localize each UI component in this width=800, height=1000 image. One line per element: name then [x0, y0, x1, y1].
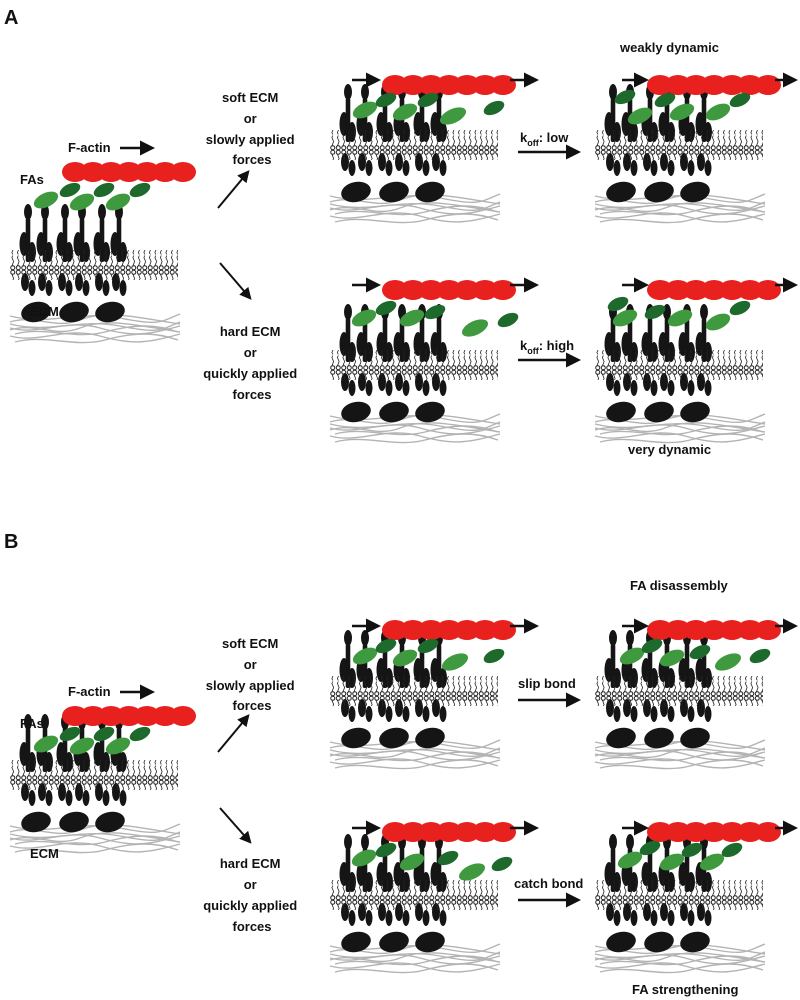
- panel-b-bottom-before: [330, 820, 539, 973]
- factin-label: F-actin: [68, 140, 111, 155]
- panel-b-bottom-transition: catch bond: [514, 876, 583, 908]
- slip-bond-label: slip bond: [518, 676, 576, 691]
- catch-bond-label: catch bond: [514, 876, 583, 891]
- panel-a-letter: A: [4, 7, 18, 29]
- panel-b-condition-bottom: hard ECM or quickly applied forces: [203, 856, 301, 934]
- fas-label: FAs: [20, 172, 44, 187]
- koff-low-label: koff: low: [520, 130, 569, 148]
- panel-a-bottom-after: very dynamic: [595, 277, 798, 457]
- panel-a-bottom-transition: koff: high: [518, 338, 581, 368]
- panel-b-condition-top: soft ECM or slowly applied forces: [206, 636, 298, 713]
- outcome-fa-strengthening: FA strengthening: [632, 982, 738, 997]
- panel-a-top-before: [330, 72, 539, 223]
- factin-filament: [62, 162, 196, 182]
- ecm-label: ECM: [30, 304, 59, 319]
- panel-b-initial-state: F-actin FAs ECM: [10, 684, 196, 861]
- panel-a: A F-actin FAs ECM soft ECM or slowly app…: [4, 7, 798, 457]
- ecm-label-b: ECM: [30, 846, 59, 861]
- panel-b-top-transition: slip bond: [518, 676, 581, 708]
- panel-a-initial-state: F-actin FAs ECM: [10, 140, 196, 343]
- panel-b-bottom-after: FA strengthening: [595, 820, 798, 997]
- panel-b-letter: B: [4, 531, 18, 553]
- outcome-very-dynamic: very dynamic: [628, 442, 711, 457]
- panel-a-top-after: weakly dynamic: [595, 40, 798, 223]
- koff-high-label: koff: high: [520, 338, 574, 356]
- panel-b: B F-actin FAs ECM soft ECM or slowly app…: [4, 531, 798, 997]
- panel-b-top-before: [330, 618, 539, 769]
- panel-a-bottom-before: [330, 277, 539, 443]
- panel-a-condition-top: soft ECM or slowly applied forces: [206, 90, 298, 167]
- panel-b-top-after: FA disassembly: [595, 578, 798, 769]
- panel-a-top-transition: koff: low: [518, 130, 581, 160]
- outcome-weakly-dynamic: weakly dynamic: [619, 40, 719, 55]
- outcome-fa-disassembly: FA disassembly: [630, 578, 729, 593]
- factin-label-b: F-actin: [68, 684, 111, 699]
- fas-label-b: FAs: [20, 716, 44, 731]
- panel-a-condition-bottom: hard ECM or quickly applied forces: [203, 324, 301, 402]
